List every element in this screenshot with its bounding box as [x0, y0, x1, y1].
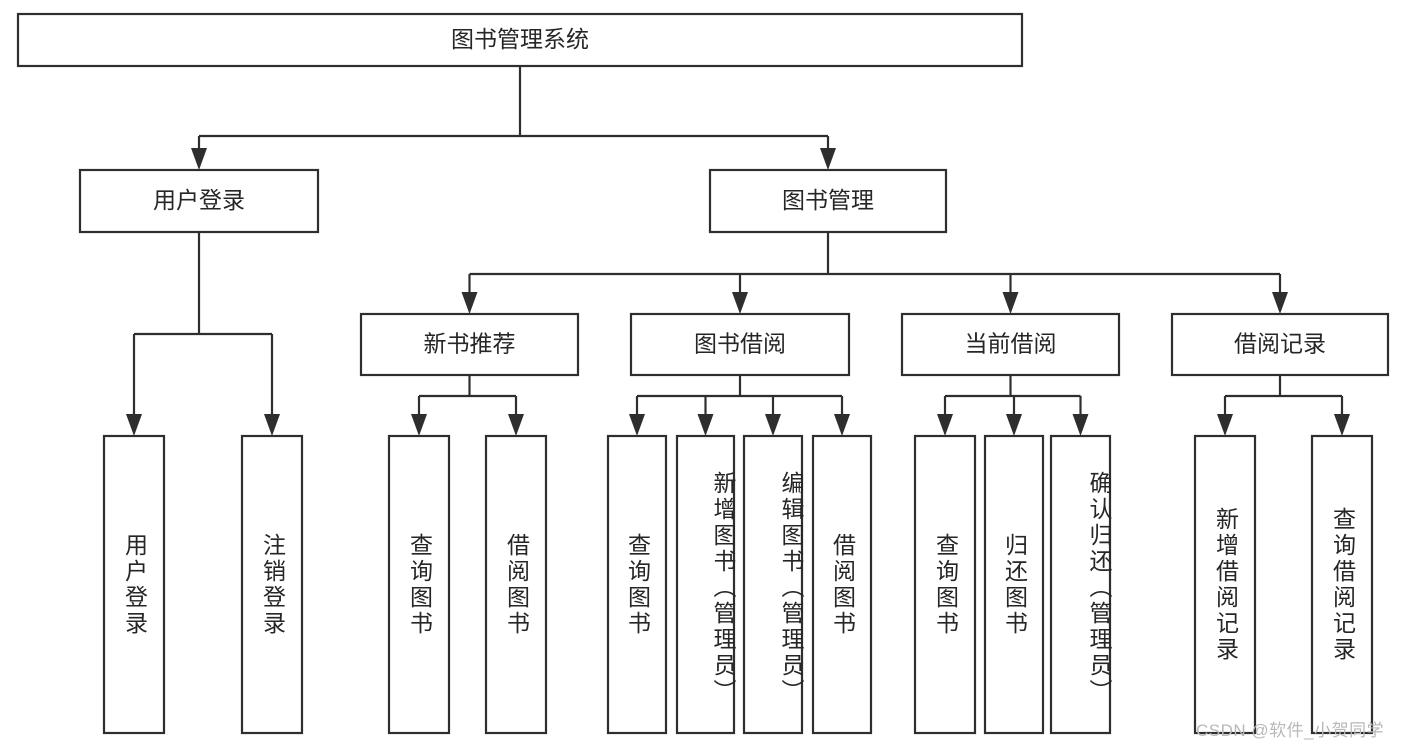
- arrow-head-icon-leaf-query-borrow-record: [1334, 414, 1350, 436]
- node-box-leaf-borrow-book[interactable]: [811, 434, 873, 735]
- arrow-head-icon-leaf-return-book: [1006, 414, 1022, 436]
- node-label-current-borrow: 当前借阅: [965, 331, 1057, 357]
- arrow-head-icon-leaf-logout-login: [264, 414, 280, 436]
- arrow-head-icon-leaf-query-book-current: [937, 414, 953, 436]
- arrow-head-icon-leaf-add-borrow-record: [1217, 414, 1233, 436]
- node-box-leaf-query-book-borrow[interactable]: [606, 434, 668, 735]
- arrow-head-icon-leaf-user-login: [126, 414, 142, 436]
- arrow-head-icon-leaf-query-book-recommend: [411, 414, 427, 436]
- node-label-borrow-record: 借阅记录: [1234, 331, 1326, 357]
- arrow-head-icon-leaf-confirm-return-admin: [1072, 414, 1089, 436]
- arrow-head-icon-level3-3: [1272, 292, 1288, 314]
- arrow-head-icon-leaf-edit-book-admin: [765, 414, 781, 436]
- node-label-user-login: 用户登录: [153, 187, 245, 213]
- arrow-head-icon-level2-1: [820, 148, 836, 170]
- node-label-new-book-recommend: 新书推荐: [424, 331, 516, 357]
- csdn-watermark: CSDN @软件_小贺同学: [1196, 721, 1385, 740]
- node-box-root[interactable]: [16, 12, 1024, 68]
- node-label-book-borrow: 图书借阅: [694, 331, 786, 357]
- arrow-head-icon-level3-1: [732, 292, 748, 314]
- arrow-head-icon-level2-0: [191, 148, 207, 170]
- node-box-leaf-query-book-recommend[interactable]: [387, 434, 451, 735]
- arrow-head-icon-level3-2: [1002, 292, 1019, 314]
- connectors-layer: [126, 66, 1350, 436]
- arrow-head-icon-leaf-add-book-admin: [697, 414, 714, 436]
- node-box-current-borrow[interactable]: [900, 312, 1121, 377]
- node-label-book-management: 图书管理: [782, 187, 874, 213]
- node-box-leaf-query-book-current[interactable]: [913, 434, 977, 735]
- node-box-leaf-add-book-admin[interactable]: [675, 434, 736, 735]
- arrow-head-icon-level3-0: [461, 292, 478, 314]
- node-label-root: 图书管理系统: [451, 26, 589, 52]
- node-box-leaf-edit-book-admin[interactable]: [742, 434, 804, 735]
- arrow-head-icon-leaf-borrow-book: [834, 414, 850, 436]
- node-box-leaf-confirm-return-admin[interactable]: [1049, 434, 1112, 735]
- node-box-leaf-user-login[interactable]: [102, 434, 166, 735]
- node-box-leaf-add-borrow-record[interactable]: [1193, 434, 1257, 735]
- node-box-leaf-borrow-book-recommend[interactable]: [484, 434, 548, 735]
- arrow-head-icon-leaf-borrow-book-recommend: [508, 414, 524, 436]
- node-box-leaf-return-book[interactable]: [983, 434, 1045, 735]
- node-box-book-borrow[interactable]: [629, 312, 851, 377]
- node-box-book-management[interactable]: [708, 168, 948, 234]
- node-box-new-book-recommend[interactable]: [359, 312, 580, 377]
- node-box-leaf-logout-login[interactable]: [240, 434, 304, 735]
- node-box-user-login[interactable]: [78, 168, 320, 234]
- arrow-head-icon-leaf-query-book-borrow: [629, 414, 645, 436]
- node-box-leaf-query-borrow-record[interactable]: [1310, 434, 1374, 735]
- node-box-borrow-record[interactable]: [1170, 312, 1390, 377]
- boxes-layer: [16, 12, 1390, 735]
